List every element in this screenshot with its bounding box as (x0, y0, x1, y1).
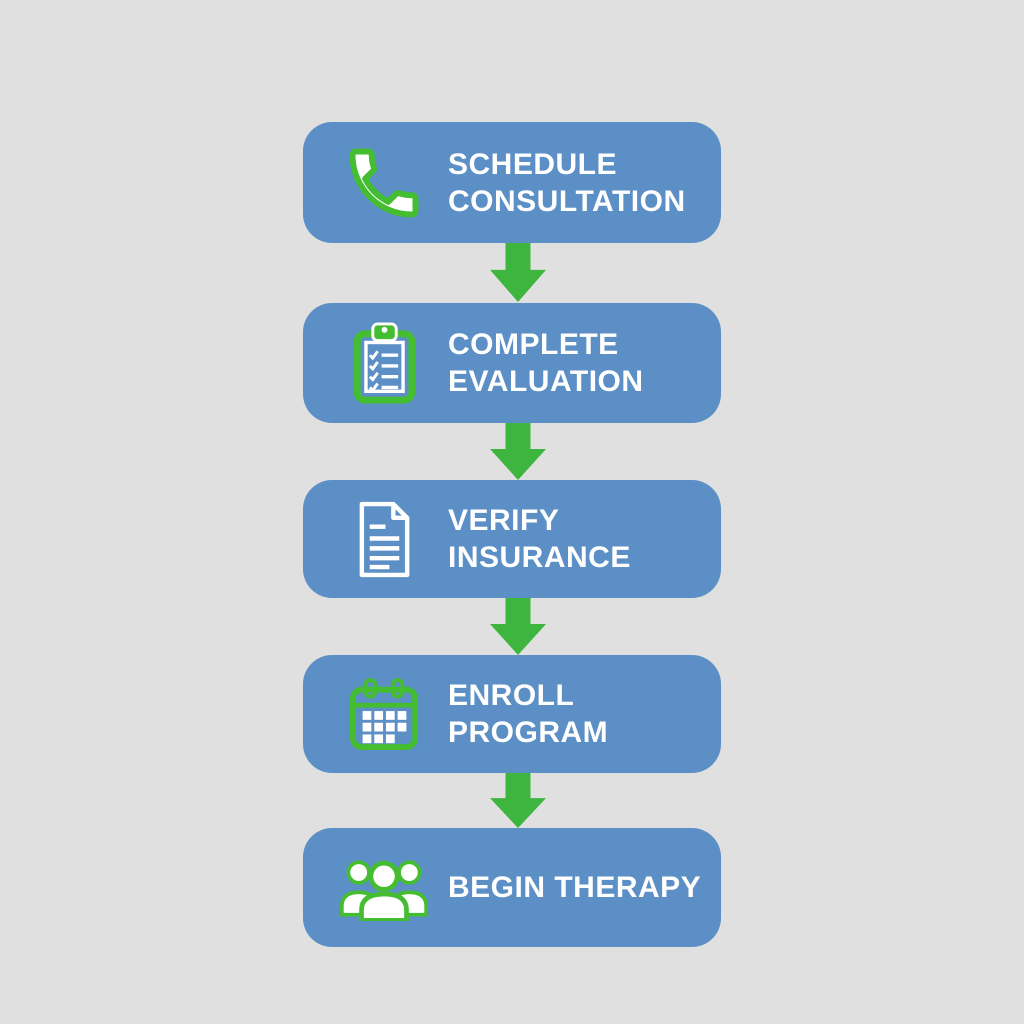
step-verify-insurance: VERIFY INSURANCE (303, 480, 721, 598)
step-enroll-program: ENROLL PROGRAM (303, 655, 721, 773)
document-icon-svg (359, 501, 409, 577)
phone-icon-svg (349, 148, 419, 217)
down-arrow (490, 598, 546, 655)
down-arrow (490, 423, 546, 480)
step-label: COMPLETE EVALUATION (448, 328, 644, 398)
step-label: VERIFY INSURANCE (448, 504, 631, 574)
step-begin-therapy: BEGIN THERAPY (303, 828, 721, 947)
calendar-icon (339, 677, 429, 751)
step-label: SCHEDULE CONSULTATION (448, 147, 686, 218)
step-label: BEGIN THERAPY (448, 871, 702, 904)
step-schedule-consultation: SCHEDULE CONSULTATION (303, 122, 721, 243)
clipboard-checklist-icon-svg (353, 322, 415, 404)
document-icon (339, 499, 429, 580)
down-arrow (490, 243, 546, 302)
step-complete-evaluation: COMPLETE EVALUATION (303, 303, 721, 423)
clipboard-checklist-icon (339, 321, 429, 405)
phone-icon (339, 141, 429, 225)
step-label: ENROLL PROGRAM (448, 679, 609, 749)
calendar-icon-svg (349, 678, 419, 750)
down-arrow (490, 773, 546, 828)
people-group-icon-svg (339, 860, 429, 921)
people-group-icon (339, 854, 429, 921)
